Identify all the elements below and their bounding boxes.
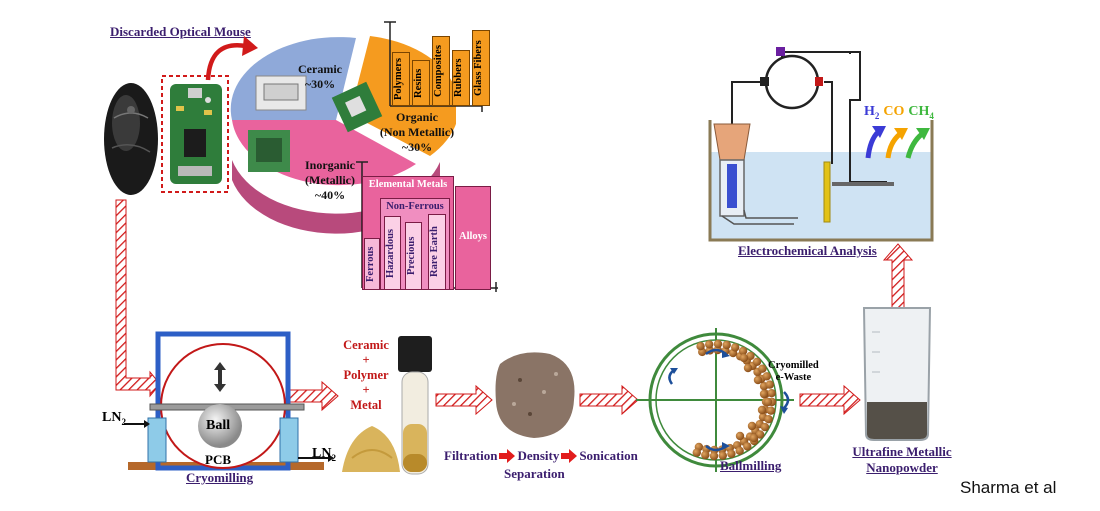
milling-bead bbox=[760, 422, 770, 432]
ln2-inlet: LN2 bbox=[102, 410, 126, 427]
curved-arrow-icon bbox=[205, 36, 258, 81]
organic-label: Organic bbox=[396, 110, 438, 124]
milling-bead bbox=[765, 380, 774, 389]
milling-bead bbox=[709, 451, 719, 461]
product-title: Ultrafine Metallic Nanopowder bbox=[852, 444, 952, 475]
milling-bead bbox=[757, 405, 767, 415]
milling-bead bbox=[727, 449, 736, 458]
arrow-to-mixture bbox=[289, 380, 339, 412]
cryomill-device bbox=[124, 331, 334, 471]
milling-bead bbox=[739, 353, 749, 363]
pcb-image bbox=[161, 75, 229, 193]
arrow-to-cryomill bbox=[115, 199, 161, 398]
milling-bead bbox=[696, 342, 705, 351]
milling-bead bbox=[743, 442, 752, 451]
milling-bead bbox=[767, 389, 776, 398]
vial-image bbox=[398, 336, 432, 475]
milling-bead bbox=[718, 451, 727, 460]
milling-bead bbox=[731, 343, 740, 352]
organic-bars-axes bbox=[384, 21, 483, 112]
milling-bead bbox=[758, 364, 767, 373]
milling-bead bbox=[701, 450, 710, 460]
step-density: Density bbox=[517, 448, 560, 463]
milling-bead bbox=[759, 389, 769, 399]
milling-bead bbox=[747, 421, 757, 431]
non-ferrous-label: Non-Ferrous bbox=[386, 201, 444, 212]
inorganic-sublabel: (Metallic) bbox=[305, 173, 355, 187]
milling-bead bbox=[713, 339, 723, 349]
milling-bead bbox=[764, 415, 773, 424]
milling-bead bbox=[753, 375, 763, 385]
step-separation: Separation bbox=[504, 466, 565, 481]
optical-mouse-image bbox=[104, 83, 158, 195]
ceramic-pct: ~30% bbox=[304, 77, 336, 91]
gas-products: H2 CO CH4 bbox=[864, 104, 934, 121]
ln2-outlet: LN2 bbox=[312, 446, 336, 463]
ball-label: Ball bbox=[206, 418, 231, 433]
milling-bead bbox=[746, 351, 755, 361]
mouse-title: Discarded Optical Mouse bbox=[110, 24, 251, 39]
milling-bead bbox=[743, 363, 753, 373]
elemental-metals-label: Elemental Metals bbox=[368, 179, 448, 190]
arrow-to-beaker bbox=[799, 384, 861, 416]
gas-co: CO bbox=[883, 104, 905, 119]
milling-bead bbox=[692, 448, 701, 457]
milling-bead bbox=[735, 431, 745, 441]
filtered-powder-image bbox=[495, 352, 575, 438]
organic-sublabel: (Non Metallic) bbox=[379, 125, 455, 139]
organic-pct: ~30% bbox=[401, 140, 433, 154]
milling-bead bbox=[722, 340, 731, 350]
milling-bead bbox=[749, 433, 759, 443]
mixed-powder-image bbox=[342, 426, 400, 472]
gas-ch4: CH4 bbox=[908, 104, 934, 121]
inorganic-pct: ~40% bbox=[314, 188, 346, 202]
inorganic-label: Inorganic bbox=[304, 158, 355, 172]
milling-bead bbox=[738, 346, 748, 356]
nanopowder-beaker bbox=[862, 307, 932, 441]
gas-h2: H2 bbox=[864, 104, 880, 121]
electrochemical-cell bbox=[708, 47, 934, 242]
alloys-label: Alloys bbox=[458, 231, 487, 242]
step-sonication: Sonication bbox=[579, 448, 638, 463]
milling-bead bbox=[762, 372, 771, 381]
mixture-list: Ceramic + Polymer + Metal bbox=[343, 338, 389, 412]
arrow-to-electrochem bbox=[882, 243, 914, 311]
arrow-to-powder bbox=[435, 384, 493, 416]
ballmilling-title: Ballmilling bbox=[720, 458, 782, 473]
milling-bead bbox=[752, 357, 762, 366]
milling-bead bbox=[735, 446, 744, 455]
ceramic-label: Ceramic bbox=[298, 62, 342, 76]
step-arrow-icon bbox=[499, 449, 516, 463]
credit-text: Sharma et al bbox=[960, 478, 1057, 497]
milling-bead bbox=[755, 430, 765, 439]
ballmill-device bbox=[636, 328, 794, 472]
arrow-to-ballmill bbox=[579, 384, 639, 416]
step-filtration: Filtration bbox=[444, 448, 498, 463]
bar-alloys: Alloys bbox=[455, 186, 491, 290]
milling-bead bbox=[766, 406, 776, 415]
milling-bead bbox=[763, 397, 773, 407]
electrochem-title: Electrochemical Analysis bbox=[738, 243, 877, 258]
milling-bead bbox=[705, 340, 714, 349]
separation-steps: Filtration Density Sonication bbox=[444, 448, 638, 464]
step-arrow-icon bbox=[561, 449, 578, 463]
cryomilled-ewaste-label: Cryomilled e-Waste bbox=[768, 360, 819, 383]
cryomilling-title: Cryomilling bbox=[186, 470, 254, 485]
pcb-label: PCB bbox=[205, 452, 231, 467]
